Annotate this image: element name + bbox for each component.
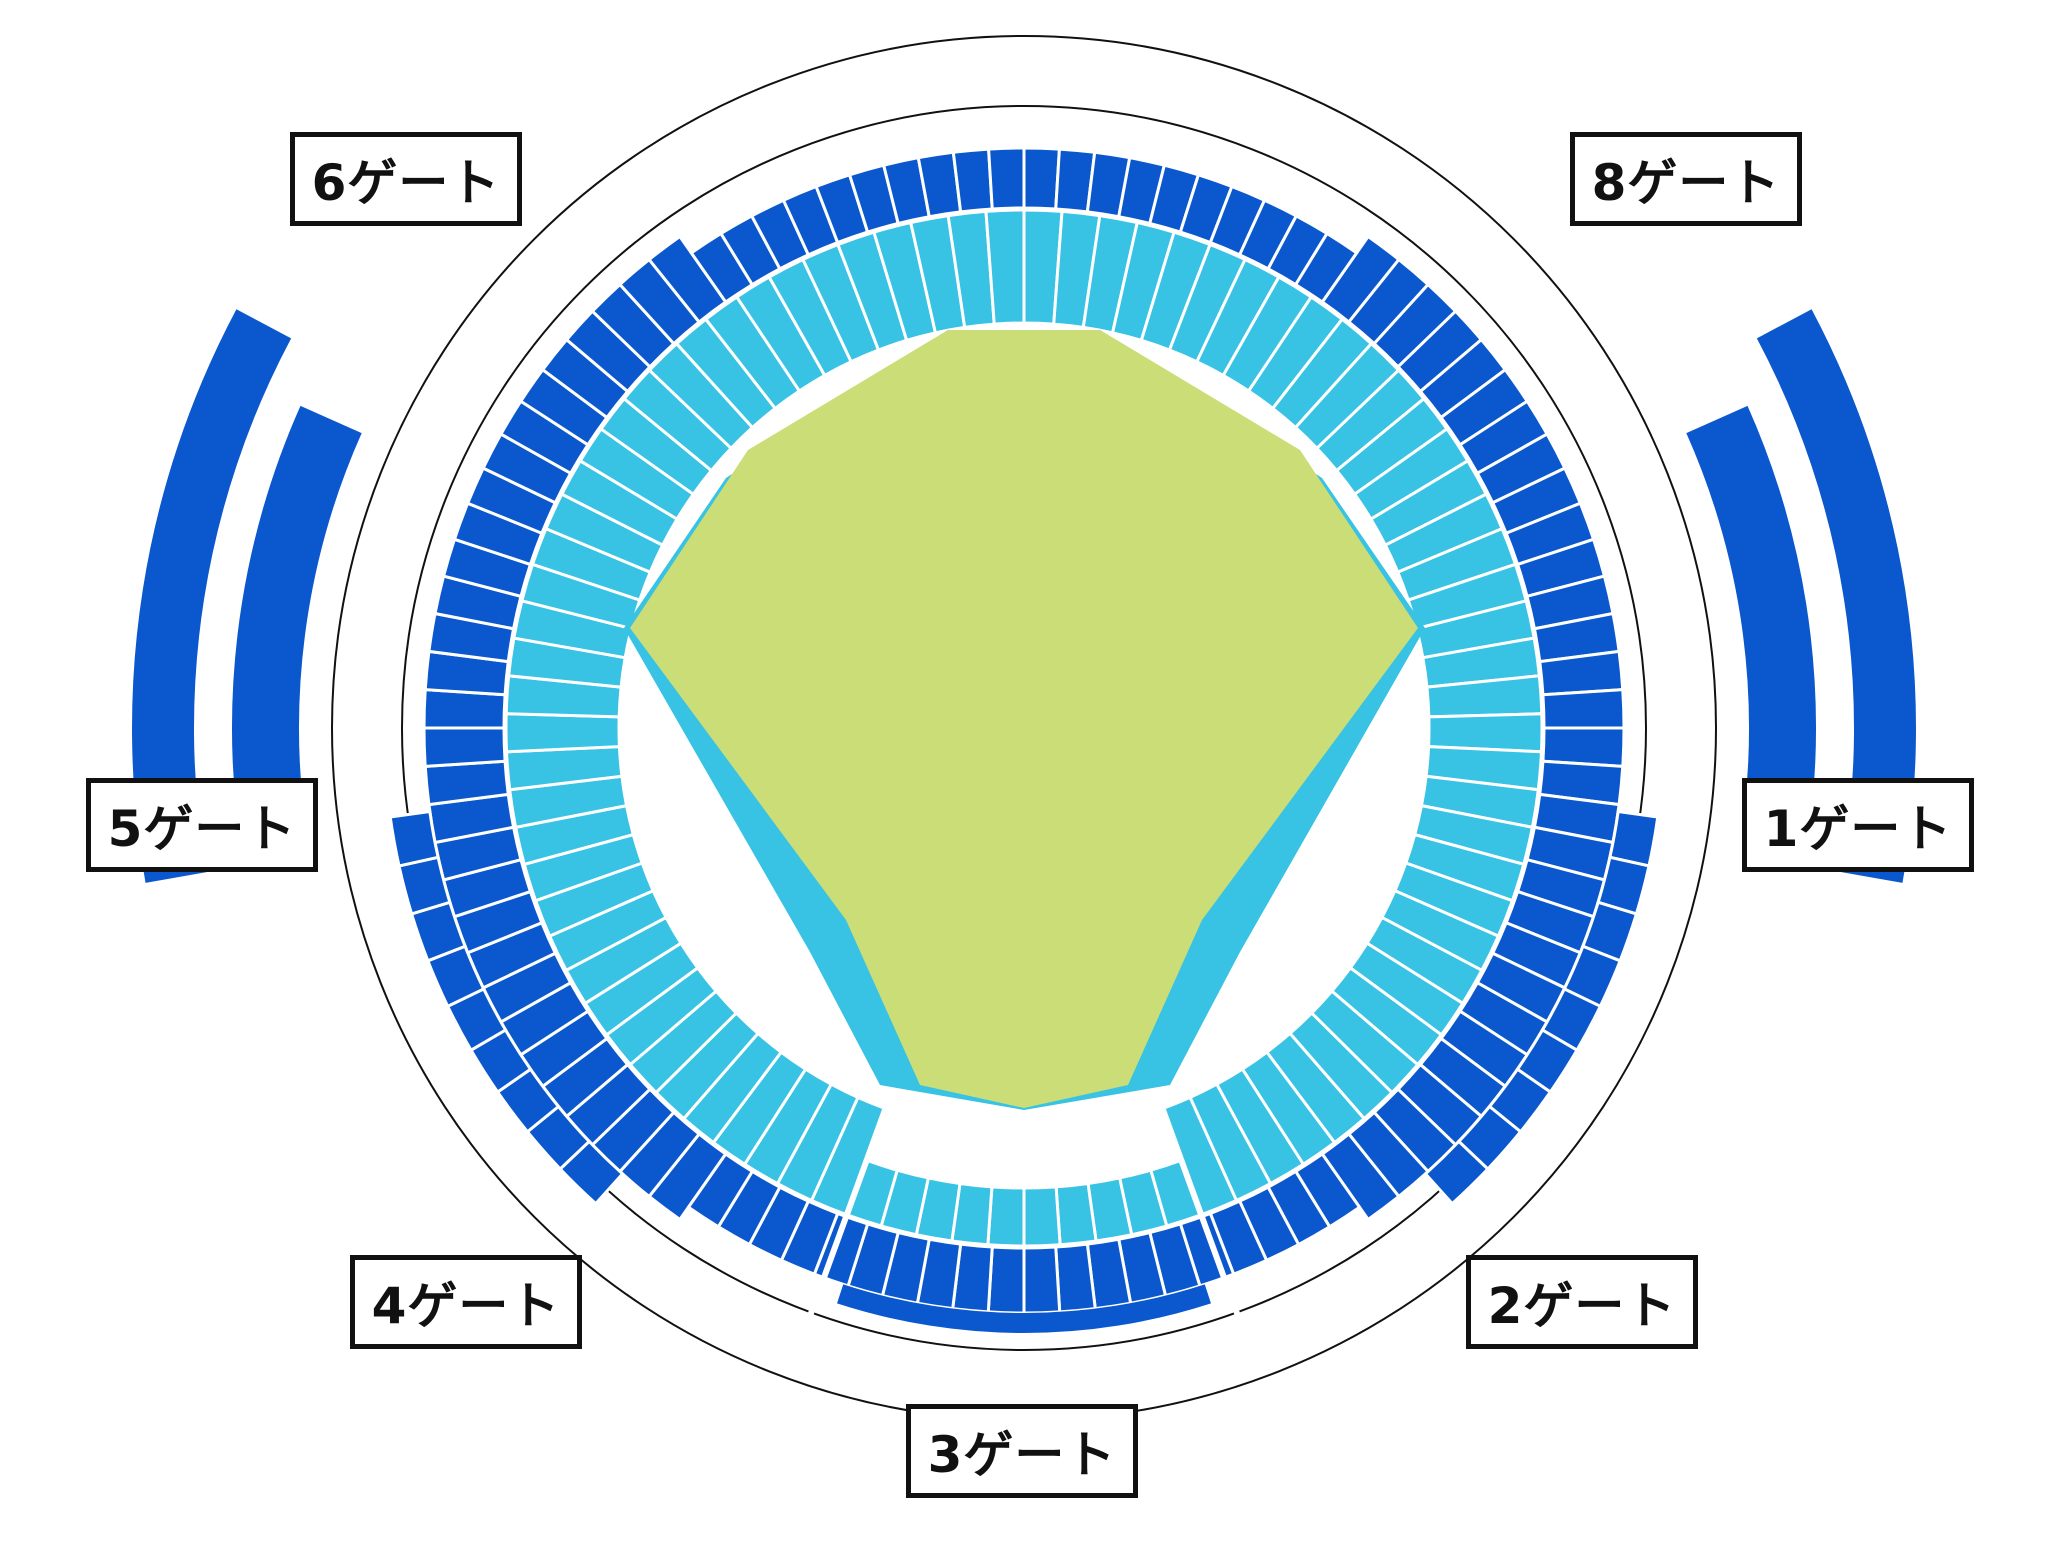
lower-deck-section (984, 208, 1026, 326)
gate-3-label[interactable]: 3ゲート (906, 1404, 1138, 1498)
left-outer-stand (132, 309, 292, 883)
right-outer-stand (1756, 309, 1916, 883)
upper-deck-section (1541, 688, 1626, 730)
upper-deck-section (1054, 1242, 1097, 1314)
lower-deck-section (1054, 1181, 1098, 1247)
upper-deck-section (951, 147, 994, 214)
upper-deck-section (1022, 146, 1061, 211)
gate-6-label[interactable]: 6ゲート (290, 132, 522, 226)
upper-deck-section (987, 146, 1026, 211)
lower-deck (504, 208, 1544, 1248)
gate-8-label[interactable]: 8ゲート (1570, 132, 1802, 226)
left-inner-stand (231, 405, 362, 811)
upper-deck-section (1423, 1139, 1490, 1206)
right-inner-stand (1686, 405, 1817, 811)
outer-side-stands (132, 309, 1916, 883)
gate-4-label[interactable]: 4ゲート (350, 1255, 582, 1349)
gate-1-label[interactable]: 1ゲート (1742, 778, 1974, 872)
upper-deck-section (986, 1245, 1026, 1315)
lower-deck-section (986, 1185, 1026, 1248)
upper-deck-section (686, 1151, 755, 1229)
upper-deck-section (422, 726, 507, 768)
gate-2-label[interactable]: 2ゲート (1466, 1255, 1698, 1349)
aisle-line (1159, 1107, 1246, 1331)
upper-deck-section (1293, 231, 1359, 305)
gate-5-label[interactable]: 5ゲート (86, 778, 318, 872)
inner-ring (401, 105, 1647, 1351)
aisle-line (802, 1107, 889, 1331)
upper-deck-section (1022, 1245, 1062, 1315)
upper-deck (388, 146, 1660, 1333)
playing-field (624, 330, 1425, 1110)
lower-deck-section (1022, 1185, 1062, 1248)
outfield-grass (630, 330, 1418, 1108)
upper-deck-section (388, 809, 440, 868)
seating-aisles (802, 1107, 1246, 1331)
lower-deck-section (504, 712, 621, 754)
upper-deck-front-strip (837, 1284, 1211, 1333)
